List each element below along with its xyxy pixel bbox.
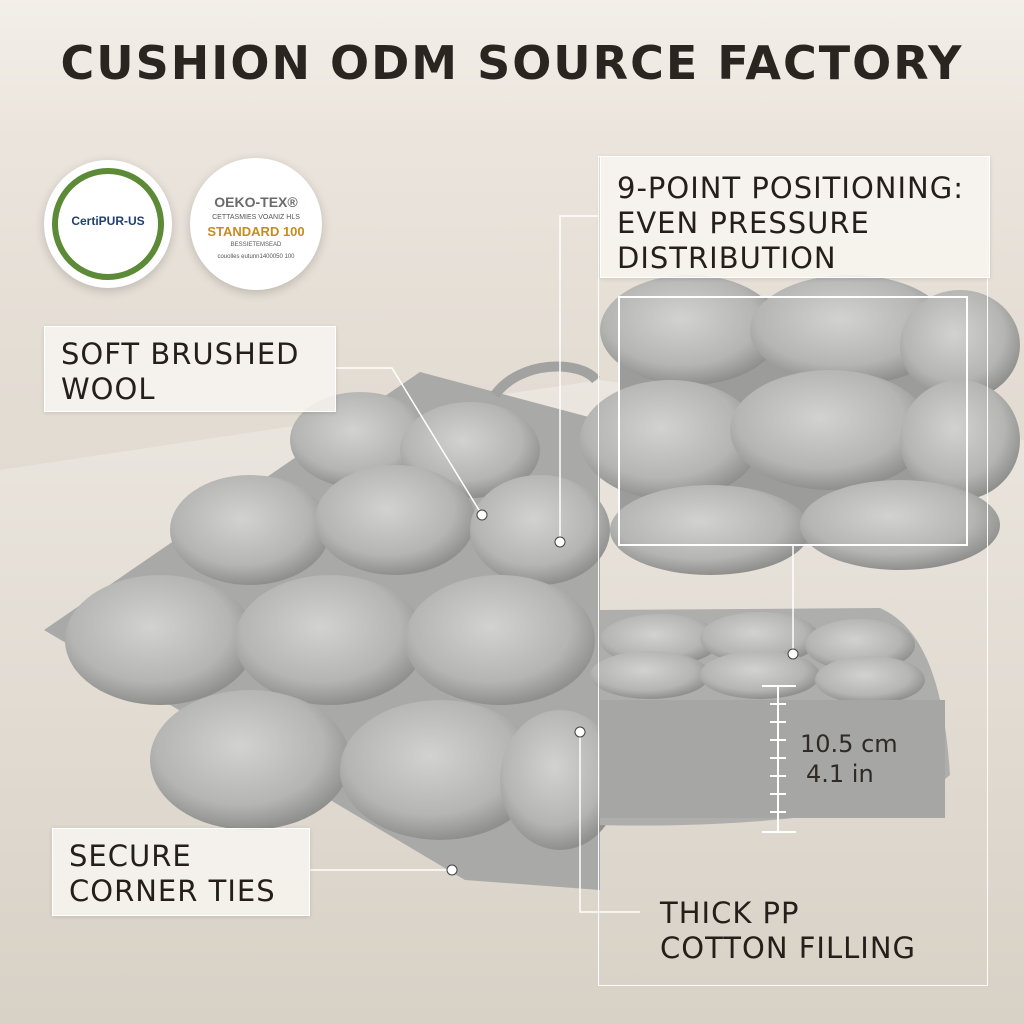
detail-panel-frame [598, 156, 988, 986]
callout-secure-line1: SECURE [69, 839, 192, 873]
callout-thick-filling: THICK PP COTTON FILLING [640, 892, 970, 978]
oekotex-subline: CETTASMIES VOANIZ HLS [212, 214, 300, 221]
page-title: CUSHION ODM SOURCE FACTORY [60, 36, 964, 90]
callout-soft-wool: SOFT BRUSHED WOOL [44, 326, 336, 412]
closeup-inset-frame [618, 296, 968, 546]
callout-nine-line2: EVEN PRESSURE [617, 206, 870, 240]
title-band [0, 0, 1024, 120]
inset-closeup [580, 275, 1020, 575]
oekotex-number: couolles eutunn1400050 100 [217, 254, 295, 260]
callout-thick-line1: THICK PP [660, 896, 800, 930]
callout-nine-line1: 9-POINT POSITIONING: [617, 171, 964, 205]
oekotex-badge: OEKO-TEX® CETTASMIES VOANIZ HLS STANDARD… [190, 158, 322, 290]
certipur-ring [52, 168, 164, 280]
callout-thick-line2: COTTON FILLING [660, 931, 916, 965]
callout-soft-line1: SOFT BRUSHED [61, 337, 300, 371]
main-cushion-puffs [65, 392, 620, 850]
certipur-badge: CertiPUR-US [44, 160, 172, 288]
certipur-label: CertiPUR-US [71, 214, 145, 228]
callout-soft-line2: WOOL [61, 372, 156, 406]
oekotex-brand: OEKO-TEX® [214, 194, 298, 210]
callout-nine-point: 9-POINT POSITIONING: EVEN PRESSURE DISTR… [600, 156, 990, 278]
callout-corner-ties: SECURE CORNER TIES [52, 828, 310, 916]
callout-nine-line3: DISTRIBUTION [617, 241, 837, 275]
callout-secure-line2: CORNER TIES [69, 874, 276, 908]
tie-loop [490, 361, 600, 399]
height-ruler [762, 685, 796, 833]
leader-dots [446, 509, 799, 876]
leader-lines [310, 215, 794, 913]
height-in-label: 4.1 in [806, 760, 874, 788]
height-cm-label: 10.5 cm [800, 730, 898, 758]
oekotex-code: BESSIETEMSEAD [230, 242, 282, 248]
oekotex-standard: STANDARD 100 [207, 224, 305, 239]
